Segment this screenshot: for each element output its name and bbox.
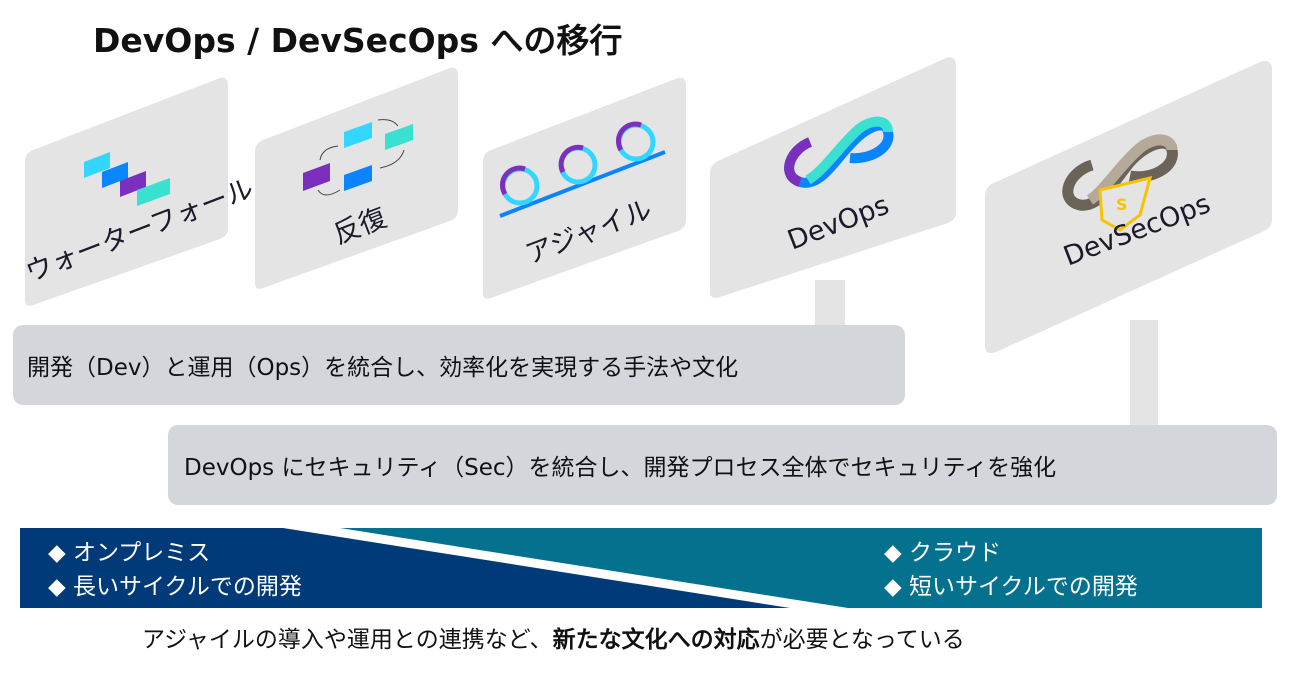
footer-statement: アジャイルの導入や運用との連携など、新たな文化への対応が必要となっている [142,620,965,654]
devsecops-sign-post [1130,320,1158,430]
infinity-icon [784,116,894,188]
band-left-onpremise [20,528,790,608]
onpremise-list: ◆ オンプレミス ◆ 長いサイクルでの開発 [48,536,302,604]
list-item: ◆ 短いサイクルでの開発 [884,574,1138,600]
infinity-shield-icon: S [1062,134,1178,232]
cloud-list: ◆ クラウド ◆ 短いサイクルでの開発 [884,536,1138,604]
iterative-cycle-icon [303,119,413,196]
svg-text:S: S [1116,195,1128,214]
devsecops-description: DevOps にセキュリティ（Sec）を統合し、開発プロセス全体でセキュリティを… [168,425,1277,505]
devsecops-description-text: DevOps にセキュリティ（Sec）を統合し、開発プロセス全体でセキュリティを… [184,455,1057,481]
waterfall-icon [84,152,170,206]
card-agile: アジャイル [483,77,686,299]
footer-text-after: が必要となっている [759,627,965,653]
list-item: ◆ オンプレミス [48,540,211,566]
devops-description: 開発（Dev）と運用（Ops）を統合し、効率化を実現する手法や文化 [13,325,905,405]
page-title: DevOps / DevSecOps への移行 [93,21,623,60]
footer-text-before: アジャイルの導入や運用との連携など、 [142,627,553,653]
footer-emphasis: 新たな文化への対応 [552,627,760,653]
card-waterfall: ウォーターフォール [21,77,258,306]
card-iterative: 反復 [255,67,458,289]
list-item: ◆ クラウド [884,540,1001,566]
agile-loops-icon [499,121,666,218]
devops-description-text: 開発（Dev）と運用（Ops）を統合し、効率化を実現する手法や文化 [27,355,739,381]
card-devsecops: S DevSecOps [985,61,1272,354]
card-devops: DevOps [710,57,956,298]
list-item: ◆ 長いサイクルでの開発 [48,574,302,600]
devops-sign-post [815,280,845,330]
band-right-cloud [340,528,1262,608]
